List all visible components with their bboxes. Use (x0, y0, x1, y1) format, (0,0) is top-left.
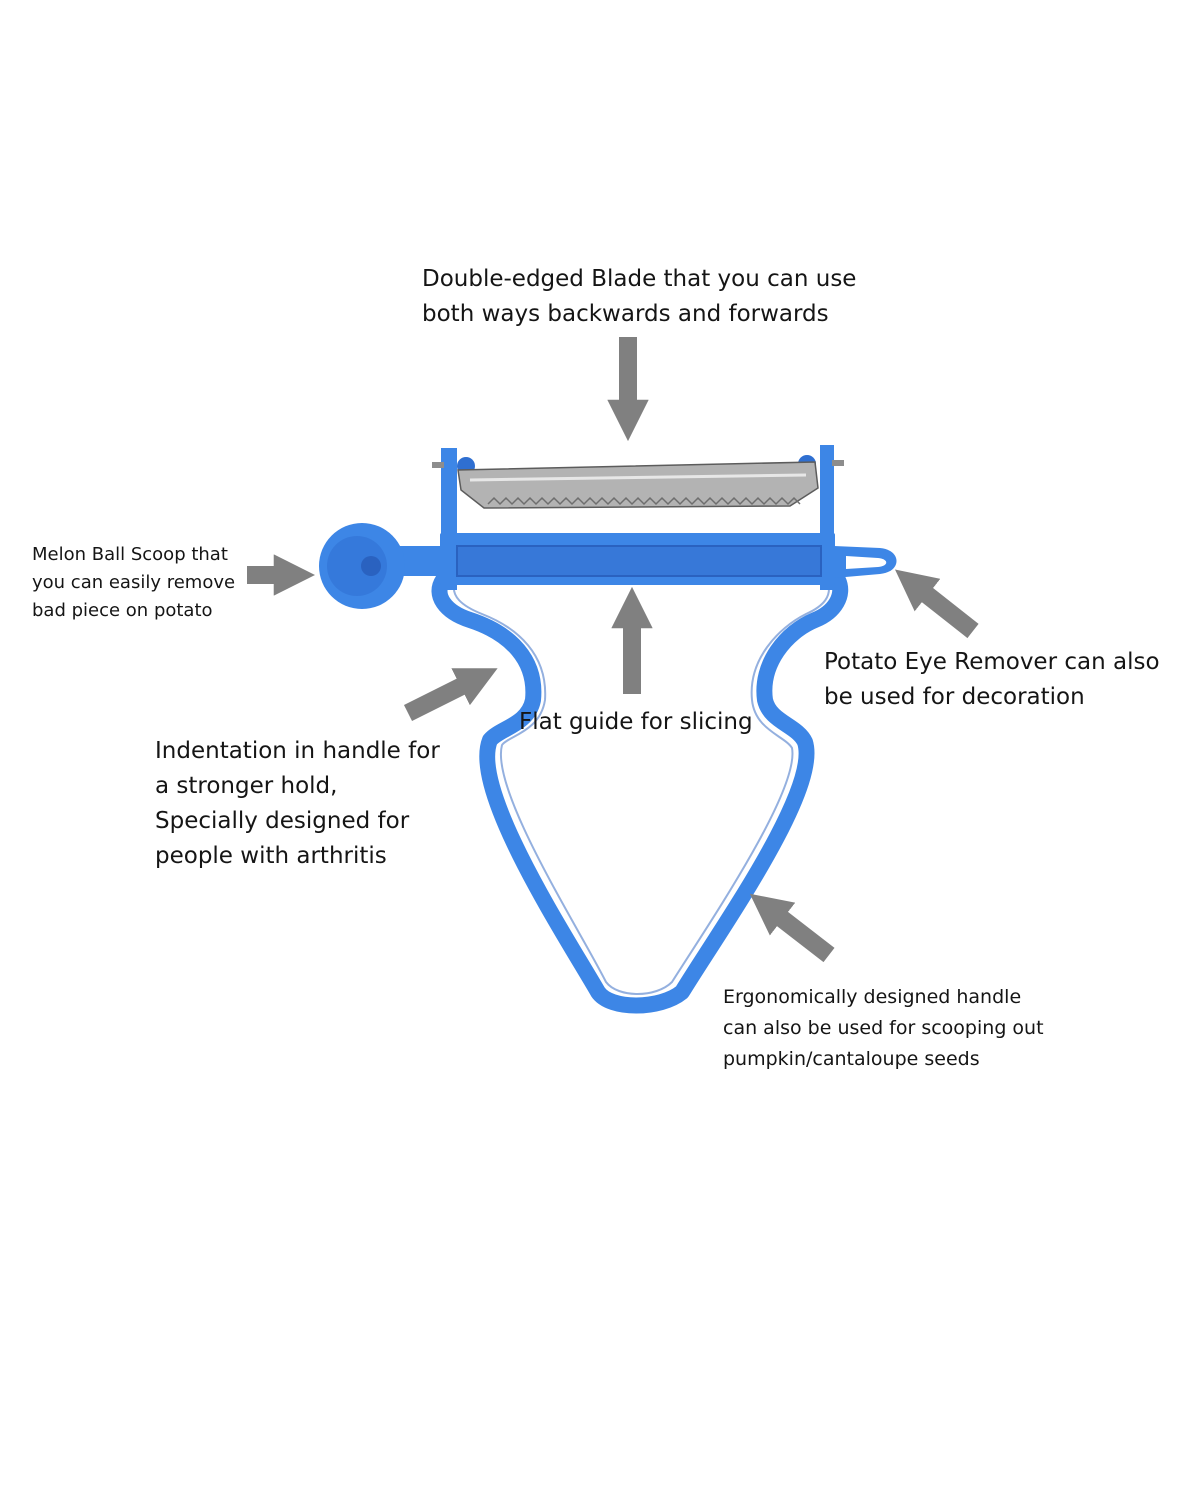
eye-remover-label: Potato Eye Remover can also be used for … (824, 645, 1160, 715)
double-edged-blade (457, 461, 819, 509)
blade-label: Double-edged Blade that you can use both… (422, 262, 856, 332)
scoop-label-line: Melon Ball Scoop that (32, 544, 228, 565)
blade-pin-right (832, 460, 844, 466)
arrow-up-left-icon (894, 569, 979, 639)
arrow-up-left-icon (749, 893, 835, 963)
scoop-label-line: you can easily remove (32, 572, 236, 593)
blade-label-line: both ways backwards and forwards (422, 301, 829, 327)
arrow-up-right-icon (403, 668, 498, 722)
potato-eye-remover-hole (846, 556, 887, 569)
indentation-label-line: people with arthritis (155, 843, 387, 869)
peeler-handle-inner-edge (452, 581, 830, 995)
scoop-label-line: bad piece on potato (32, 600, 213, 621)
blade-pin-left (432, 462, 444, 468)
handle-label: Ergonomically designed handle can also b… (723, 982, 1044, 1075)
melon-ball-scoop (319, 523, 444, 609)
handle-label-line: pumpkin/cantaloupe seeds (723, 1048, 980, 1070)
scoop-label: Melon Ball Scoop that you can easily rem… (32, 541, 235, 625)
flat-guide-bar (440, 533, 835, 585)
handle-label-line: can also be used for scooping out (723, 1017, 1044, 1039)
guide-label-line: Flat guide for slicing (519, 709, 753, 735)
handle-label-line: Ergonomically designed handle (723, 986, 1022, 1008)
indentation-label: Indentation in handle for a stronger hol… (155, 734, 440, 874)
indentation-label-line: Specially designed for (155, 808, 410, 834)
peeler-handle (431, 572, 849, 1014)
indentation-label-line: a stronger hold, (155, 773, 338, 799)
blade-label-line: Double-edged Blade that you can use (422, 266, 857, 292)
peeler-illustration (319, 445, 897, 1014)
blade-serration (487, 496, 801, 506)
callout-arrows (247, 337, 979, 963)
eye-remover-label-line: be used for decoration (824, 684, 1085, 710)
guide-label: Flat guide for slicing (519, 705, 753, 740)
eye-remover-label-line: Potato Eye Remover can also (824, 649, 1160, 675)
indentation-label-line: Indentation in handle for (155, 738, 440, 764)
